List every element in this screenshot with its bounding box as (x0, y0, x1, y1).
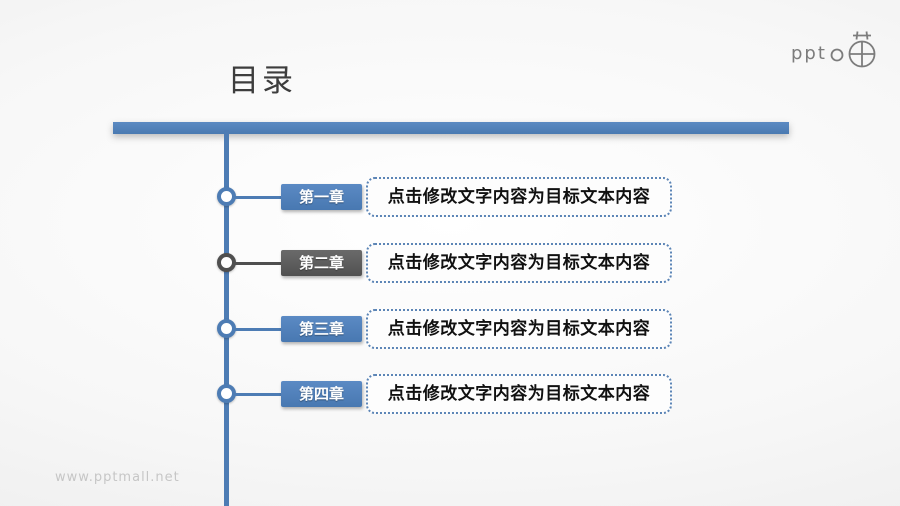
watermark: www.pptmall.net (55, 470, 180, 485)
connector-line (235, 261, 282, 265)
timeline-node-circle (217, 319, 236, 338)
logo-text: ppt (791, 43, 827, 64)
timeline-node-circle (217, 187, 236, 206)
chapter-label[interactable]: 第二章 (281, 250, 362, 276)
connector-line (235, 392, 282, 396)
chapter-label[interactable]: 第三章 (281, 316, 362, 342)
timeline-node-circle (217, 253, 236, 272)
chapter-row: 第四章 点击修改文字内容为目标文本内容 (0, 374, 900, 414)
chapter-description-placeholder[interactable]: 点击修改文字内容为目标文本内容 (366, 177, 672, 217)
chapter-label[interactable]: 第四章 (281, 381, 362, 407)
page-title: 目录 (228, 63, 296, 99)
timeline-horizontal-bar (113, 122, 789, 134)
chapter-description-placeholder[interactable]: 点击修改文字内容为目标文本内容 (366, 374, 672, 414)
chapter-row: 第三章 点击修改文字内容为目标文本内容 (0, 309, 900, 349)
timeline-vertical-line (224, 130, 229, 506)
chapter-label[interactable]: 第一章 (281, 184, 362, 210)
connector-line (235, 327, 282, 331)
pptmall-logo: ppt (791, 31, 877, 74)
chapter-row: 第一章 点击修改文字内容为目标文本内容 (0, 177, 900, 217)
connector-line (235, 195, 282, 199)
pptmall-ball-icon (829, 30, 881, 76)
timeline-node-circle (217, 384, 236, 403)
chapter-description-placeholder[interactable]: 点击修改文字内容为目标文本内容 (366, 243, 672, 283)
chapter-description-placeholder[interactable]: 点击修改文字内容为目标文本内容 (366, 309, 672, 349)
chapter-row: 第二章 点击修改文字内容为目标文本内容 (0, 243, 900, 283)
